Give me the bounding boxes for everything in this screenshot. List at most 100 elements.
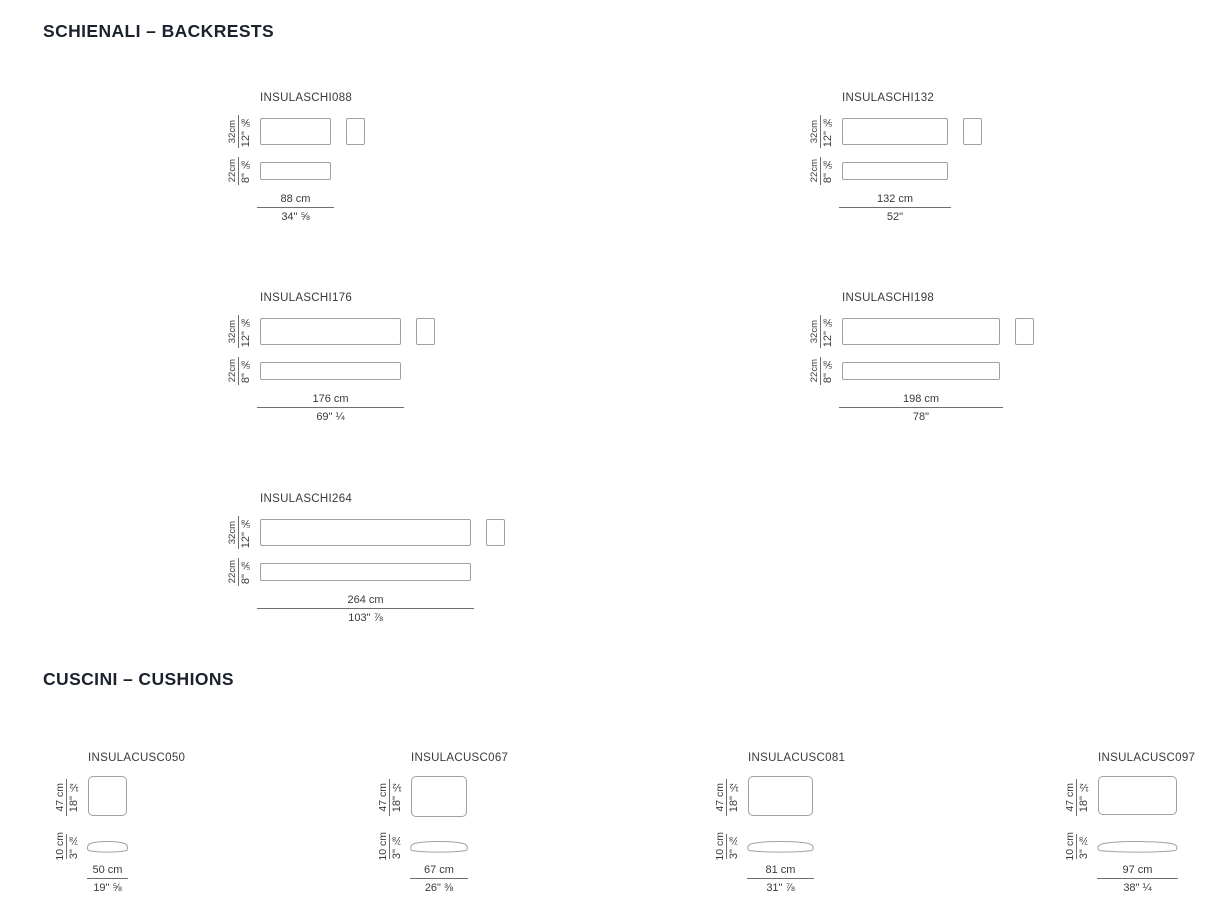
cushion-side-view [747,838,814,853]
width-inch-label: 103" ⅞ [348,612,383,624]
backrest-front-view-bottom [842,362,1000,380]
height-dimension-bottom: 22cm 8" ⅝ [216,152,252,190]
width-dimension-line [410,878,468,879]
dimension-inch-label: 12" ⅝ [822,315,834,348]
dimension-inch-label: 12" ⅝ [240,115,252,148]
dimension-cm-label: 22cm [226,159,238,183]
width-dimension: 97 cm 38" ¼ [1097,863,1178,895]
width-inch-label: 78" [912,411,930,423]
backrest-front-view-bottom [260,162,331,180]
dimension-cm-label: 10 cm [713,832,726,861]
width-dimension-line [839,207,951,208]
cushion-side-view [410,838,468,853]
dimension-divider-line [1076,834,1077,859]
dimension-cm-label: 10 cm [53,832,66,861]
width-dimension-line [257,407,404,408]
width-dimension-line [839,407,1003,408]
dimension-divider-line [820,156,821,186]
dimension-inch-label: 18" ½ [728,781,740,813]
thickness-dimension: 10 cm 3" ⅞ [1056,830,1091,863]
dimension-divider-line [238,314,239,349]
width-dimension: 132 cm 52" [839,192,951,224]
height-dimension-top: 32cm 12" ⅝ [216,510,252,555]
dimension-inch-label: 18" ½ [1078,781,1090,813]
backrest-side-view [416,318,435,345]
width-dimension: 67 cm 26" ⅜ [410,863,468,895]
width-dimension-line [87,878,128,879]
dimension-cm-label: 32cm [226,520,238,545]
dimension-cm-label: 47 cm [1063,782,1076,812]
dimension-cm-label: 47 cm [53,782,66,812]
dimension-divider-line [389,778,390,816]
dimension-inch-label: 3" ⅞ [68,833,80,860]
product-code: INSULACUSC097 [1098,752,1196,764]
backrest-side-view [1015,318,1034,345]
width-cm-label: 132 cm [876,193,914,205]
height-dimension-top: 47 cm 18" ½ [1056,772,1090,822]
dimension-inch-label: 12" ⅝ [240,315,252,348]
dimension-inch-label: 8" ⅝ [240,158,252,184]
dimension-inch-label: 12" ⅝ [822,115,834,148]
height-dimension-top: 32cm 12" ⅝ [216,309,252,354]
dimension-inch-label: 3" ⅞ [391,833,403,860]
product-code: INSULASCHI132 [842,92,935,104]
thickness-dimension: 10 cm 3" ⅞ [369,830,404,863]
dimension-inch-label: 12" ⅝ [240,516,252,549]
dimension-inch-label: 8" ⅝ [240,358,252,384]
thickness-dimension: 10 cm 3" ⅞ [46,830,81,863]
product-code: INSULASCHI088 [260,92,353,104]
cushion-side-view [87,838,128,853]
height-dimension-top: 32cm 12" ⅝ [216,109,252,154]
backrest-front-view-top [260,519,471,546]
dimension-inch-label: 3" ⅞ [1078,833,1090,860]
width-dimension: 264 cm 103" ⅞ [257,593,474,625]
height-dimension-top: 47 cm 18" ½ [369,772,403,822]
backrest-side-view [486,519,505,546]
cushion-front-view [88,776,127,816]
dimension-inch-label: 8" ⅝ [822,158,834,184]
width-dimension-line [1097,878,1178,879]
width-inch-label: 31" ⅞ [766,882,795,894]
width-cm-label: 264 cm [347,594,384,606]
backrest-side-view [346,118,365,145]
width-dimension: 198 cm 78" [839,392,1003,424]
width-cm-label: 198 cm [902,393,940,405]
dimension-divider-line [820,356,821,386]
width-dimension: 88 cm 34" ⅝ [257,192,334,224]
thickness-dimension: 10 cm 3" ⅞ [706,830,741,863]
dimension-cm-label: 22cm [226,560,238,584]
dimension-inch-label: 18" ½ [391,781,403,813]
width-cm-label: 50 cm [92,864,123,876]
dimension-divider-line [66,778,67,816]
dimension-divider-line [726,778,727,816]
dimension-cm-label: 32cm [226,119,238,144]
width-inch-label: 19" ⅝ [93,882,122,894]
backrest-front-view-bottom [260,563,471,581]
backrest-front-view-bottom [842,162,948,180]
dimension-divider-line [389,834,390,859]
backrest-front-view-top [842,318,1000,345]
dimension-divider-line [820,314,821,349]
cushion-front-view [411,776,467,817]
height-dimension-bottom: 22cm 8" ⅝ [216,553,252,591]
height-dimension-top: 32cm 12" ⅝ [798,109,834,154]
cushion-front-view [1098,776,1177,815]
dimension-divider-line [726,834,727,859]
width-inch-label: 26" ⅜ [424,882,454,894]
dimension-divider-line [820,114,821,149]
width-inch-label: 52" [886,211,904,223]
backrest-side-view [963,118,982,145]
height-dimension-bottom: 22cm 8" ⅝ [216,352,252,390]
height-dimension-bottom: 22cm 8" ⅝ [798,352,834,390]
width-dimension: 50 cm 19" ⅝ [87,863,128,895]
dimension-divider-line [238,156,239,186]
dimension-divider-line [238,515,239,550]
width-cm-label: 176 cm [312,393,349,405]
backrest-front-view-top [842,118,948,145]
width-dimension-line [747,878,814,879]
product-code: INSULACUSC081 [748,752,846,764]
width-inch-label: 69" ¼ [316,411,345,423]
cushion-front-view [748,776,813,816]
backrest-front-view-top [260,318,401,345]
product-code: INSULASCHI198 [842,292,935,304]
